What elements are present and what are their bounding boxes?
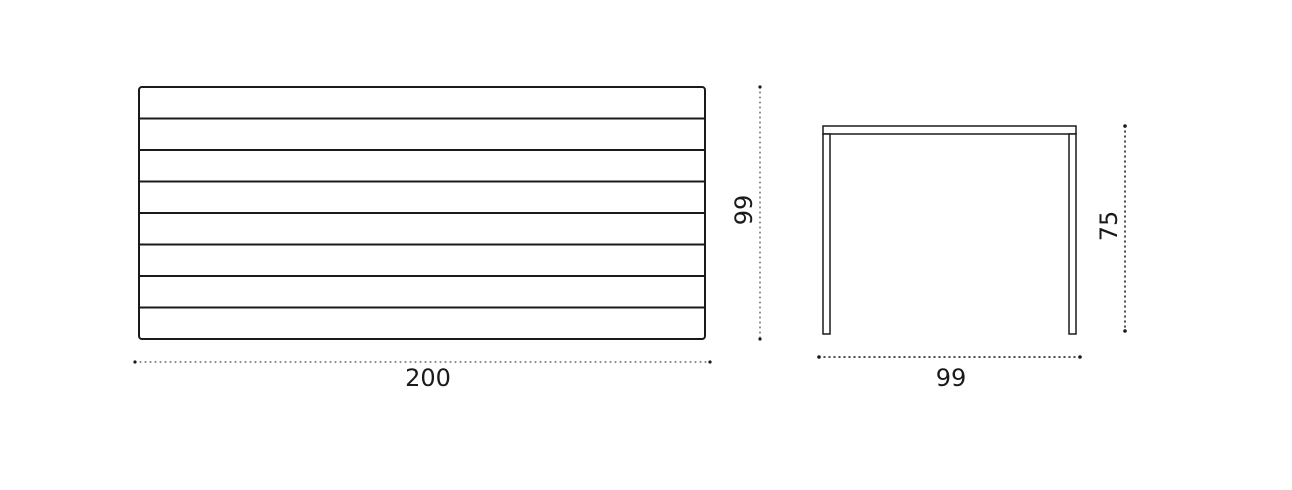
top-width-dimension: 200 <box>133 360 712 392</box>
tabletop-planks <box>139 117 705 309</box>
right-leg <box>1068 133 1077 335</box>
side-width-label: 99 <box>936 364 967 392</box>
left-leg <box>822 133 831 335</box>
top-width-label: 200 <box>405 364 451 392</box>
side-height-label: 75 <box>1095 211 1123 242</box>
top-view: 200 99 <box>133 85 762 392</box>
top-depth-label: 99 <box>730 195 758 226</box>
side-height-dimension: 75 <box>1095 124 1127 333</box>
tabletop-edge <box>822 125 1077 135</box>
side-width-dimension: 99 <box>817 355 1082 392</box>
top-depth-dimension: 99 <box>730 85 762 341</box>
side-view: 99 75 <box>817 124 1127 392</box>
